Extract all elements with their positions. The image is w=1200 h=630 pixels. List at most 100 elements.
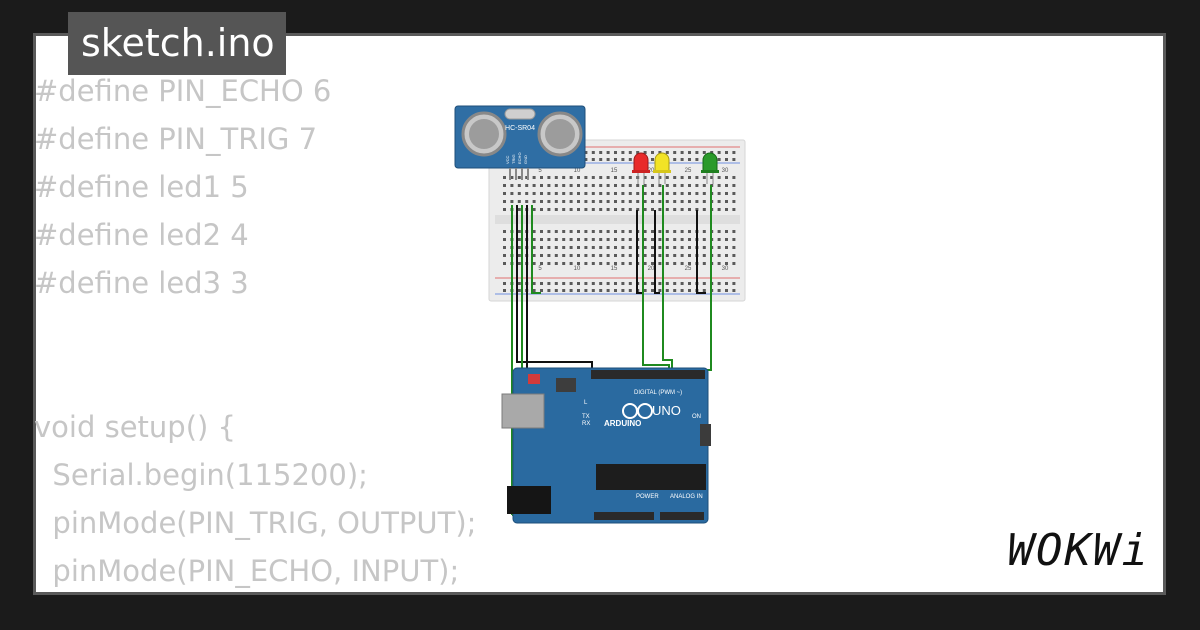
breadboard-hole (717, 289, 721, 292)
breadboard-hole (525, 200, 529, 203)
breadboard-hole (717, 208, 721, 211)
breadboard-hole (591, 254, 595, 257)
breadboard-hole (717, 262, 721, 265)
breadboard-hole (606, 176, 610, 179)
breadboard-hole (628, 282, 632, 285)
breadboard-hole (606, 282, 610, 285)
breadboard-hole (628, 151, 632, 154)
breadboard-hole (732, 289, 736, 292)
breadboard-hole (680, 200, 684, 203)
breadboard-hole (717, 192, 721, 195)
breadboard-hole (577, 230, 580, 233)
breadboard-hole (688, 208, 691, 211)
breadboard-hole (665, 230, 669, 233)
breadboard-hole (606, 151, 610, 154)
breadboard-hole (665, 262, 669, 265)
breadboard-hole (643, 192, 647, 195)
breadboard-hole (688, 230, 691, 233)
breadboard-hole (569, 254, 573, 257)
breadboard-hole (717, 246, 721, 249)
on-label: ON (692, 414, 701, 420)
breadboard-hole (547, 192, 551, 195)
breadboard-hole (732, 192, 736, 195)
breadboard-hole (532, 282, 536, 285)
breadboard-hole (584, 289, 588, 292)
breadboard-hole (517, 176, 521, 179)
breadboard-hole (517, 282, 521, 285)
sensor-pin-label: VCC (505, 155, 510, 164)
breadboard-hole (606, 289, 610, 292)
breadboard-hole (591, 192, 595, 195)
breadboard-hole (658, 282, 662, 285)
breadboard-hole (658, 238, 662, 241)
breadboard-hole (599, 158, 603, 161)
breadboard-hole (725, 254, 728, 257)
breadboard-hole (554, 184, 558, 187)
breadboard-hole (643, 184, 647, 187)
breadboard-hole (621, 200, 625, 203)
breadboard-hole (599, 192, 603, 195)
breadboard-hole (540, 192, 543, 195)
breadboard-hole (591, 238, 595, 241)
breadboard-hole (591, 158, 595, 161)
breadboard-hole (584, 184, 588, 187)
breadboard-hole (554, 254, 558, 257)
breadboard-hole (532, 289, 536, 292)
breadboard-hole (532, 208, 536, 211)
breadboard-hole (532, 184, 536, 187)
breadboard-hole (628, 192, 632, 195)
breadboard-hole (510, 200, 514, 203)
breadboard-hole (584, 238, 588, 241)
arduino-uno: UNO ARDUINO DIGITAL (PWM ~) POWER ANALOG… (501, 367, 711, 524)
breadboard-hole (636, 184, 640, 187)
tx-label: TX (582, 414, 590, 420)
breadboard-hole (680, 158, 684, 161)
breadboard-hole (562, 192, 566, 195)
breadboard-hole (695, 208, 699, 211)
breadboard-hole (651, 158, 654, 161)
breadboard-hole (517, 192, 521, 195)
breadboard-hole (532, 238, 536, 241)
breadboard-hole (569, 176, 573, 179)
breadboard-hole (614, 176, 617, 179)
breadboard-hole (554, 208, 558, 211)
breadboard-hole (628, 230, 632, 233)
breadboard-hole (599, 200, 603, 203)
breadboard-hole (614, 158, 617, 161)
breadboard-hole (725, 184, 728, 187)
sensor-label: HC-SR04 (505, 125, 535, 132)
breadboard-column-label: 10 (574, 266, 581, 272)
breadboard-hole (651, 282, 654, 285)
breadboard-hole (628, 238, 632, 241)
breadboard-hole (554, 246, 558, 249)
breadboard-hole (569, 230, 573, 233)
breadboard-hole (658, 151, 662, 154)
breadboard-hole (665, 282, 669, 285)
led-red (632, 152, 650, 184)
breadboard-hole (673, 200, 677, 203)
breadboard-hole (577, 262, 580, 265)
breadboard-hole (702, 184, 706, 187)
breadboard-hole (562, 282, 566, 285)
breadboard-hole (517, 254, 521, 257)
code-line: void setup() { (34, 410, 236, 444)
breadboard-hole (688, 184, 691, 187)
breadboard-hole (680, 151, 684, 154)
breadboard-hole (599, 238, 603, 241)
breadboard-hole (569, 246, 573, 249)
breadboard-hole (651, 246, 654, 249)
breadboard-hole (732, 176, 736, 179)
breadboard-hole (554, 289, 558, 292)
breadboard-hole (547, 230, 551, 233)
breadboard-hole (717, 200, 721, 203)
breadboard-hole (673, 262, 677, 265)
breadboard-hole (725, 208, 728, 211)
breadboard-hole (732, 230, 736, 233)
breadboard-hole (584, 192, 588, 195)
breadboard-hole (532, 230, 536, 233)
breadboard-hole (717, 176, 721, 179)
breadboard-hole (665, 238, 669, 241)
breadboard-hole (702, 246, 706, 249)
breadboard-hole (658, 184, 662, 187)
